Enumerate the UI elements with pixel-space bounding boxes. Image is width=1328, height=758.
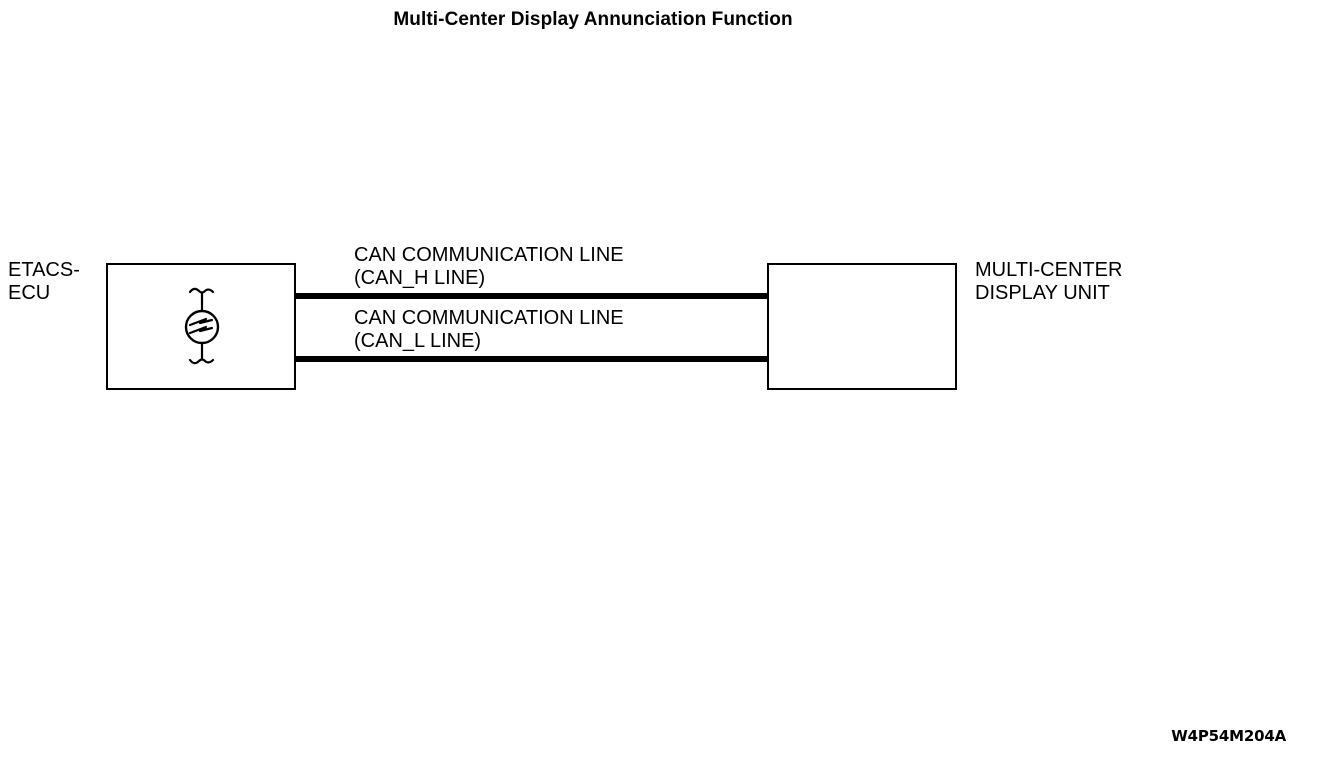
can-terminator-symbol-icon xyxy=(184,287,220,365)
multi-center-display-unit-box xyxy=(767,263,957,390)
can-h-bus-line xyxy=(296,293,767,299)
etacs-ecu-box xyxy=(106,263,296,390)
multi-center-display-unit-label: MULTI-CENTER DISPLAY UNIT xyxy=(975,259,1123,304)
can-h-line-label: CAN COMMUNICATION LINE (CAN_H LINE) xyxy=(354,244,624,289)
can-l-line-label: CAN COMMUNICATION LINE (CAN_L LINE) xyxy=(354,307,624,352)
can-l-bus-line xyxy=(296,356,767,362)
page-title: Multi-Center Display Annunciation Functi… xyxy=(393,9,793,30)
figure-reference-code: W4P54M204A xyxy=(1171,727,1286,745)
etacs-ecu-label: ETACS- ECU xyxy=(8,259,80,304)
